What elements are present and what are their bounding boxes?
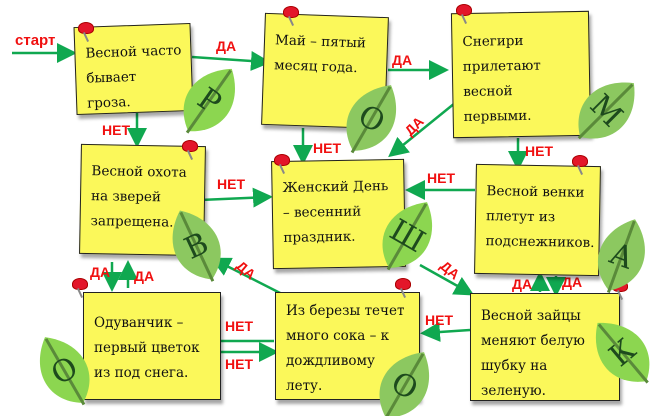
yes-label: ДА [562,274,583,290]
no-label: НЕТ [225,356,253,372]
no-label: НЕТ [425,312,453,328]
yes-label: ДА [134,268,155,284]
yes-label: ДА [512,276,533,292]
note-6: Весной венки плетут из подснежников. [474,163,601,277]
leaf-icon: Ш [360,184,455,285]
leaf-icon: В [150,195,242,295]
note-7: Одуванчик – первый цветок из под снега. [83,292,221,400]
yes-label: ДА [90,264,111,280]
leaf-icon: М [556,59,658,161]
pin-icon [572,155,588,167]
no-label: НЕТ [225,318,253,334]
pin-icon [182,140,198,152]
leaf-icon: А [578,206,664,303]
pin-icon [283,6,299,18]
note-9: Весной зайцы меняют белую шубку на зелен… [470,293,620,401]
pin-icon [395,278,411,290]
leaf-icon: О [16,319,111,416]
yes-label: ДА [392,52,413,68]
pin-icon [456,4,472,16]
no-label: НЕТ [217,176,245,192]
no-label: НЕТ [427,170,455,186]
pin-icon [274,154,290,166]
leaf-icon: О [357,334,452,416]
no-label: НЕТ [313,140,341,156]
arrow-3-5 [388,102,456,158]
arrow-1-2 [191,51,271,71]
leaf-icon: О [324,67,419,168]
arrow-4-5 [199,187,273,208]
leaf-icon: Р [161,49,259,151]
start-label: старт [15,32,56,49]
arrow-8-4 [210,257,287,298]
yes-label: ДА [216,38,237,54]
no-label: НЕТ [525,143,553,159]
leaf-icon: К [572,301,664,403]
pin-icon [78,22,94,34]
pin-icon [72,278,88,290]
arrow-5-9 [419,263,475,296]
arrow-9-8 [420,322,471,342]
no-label: НЕТ [102,122,130,138]
